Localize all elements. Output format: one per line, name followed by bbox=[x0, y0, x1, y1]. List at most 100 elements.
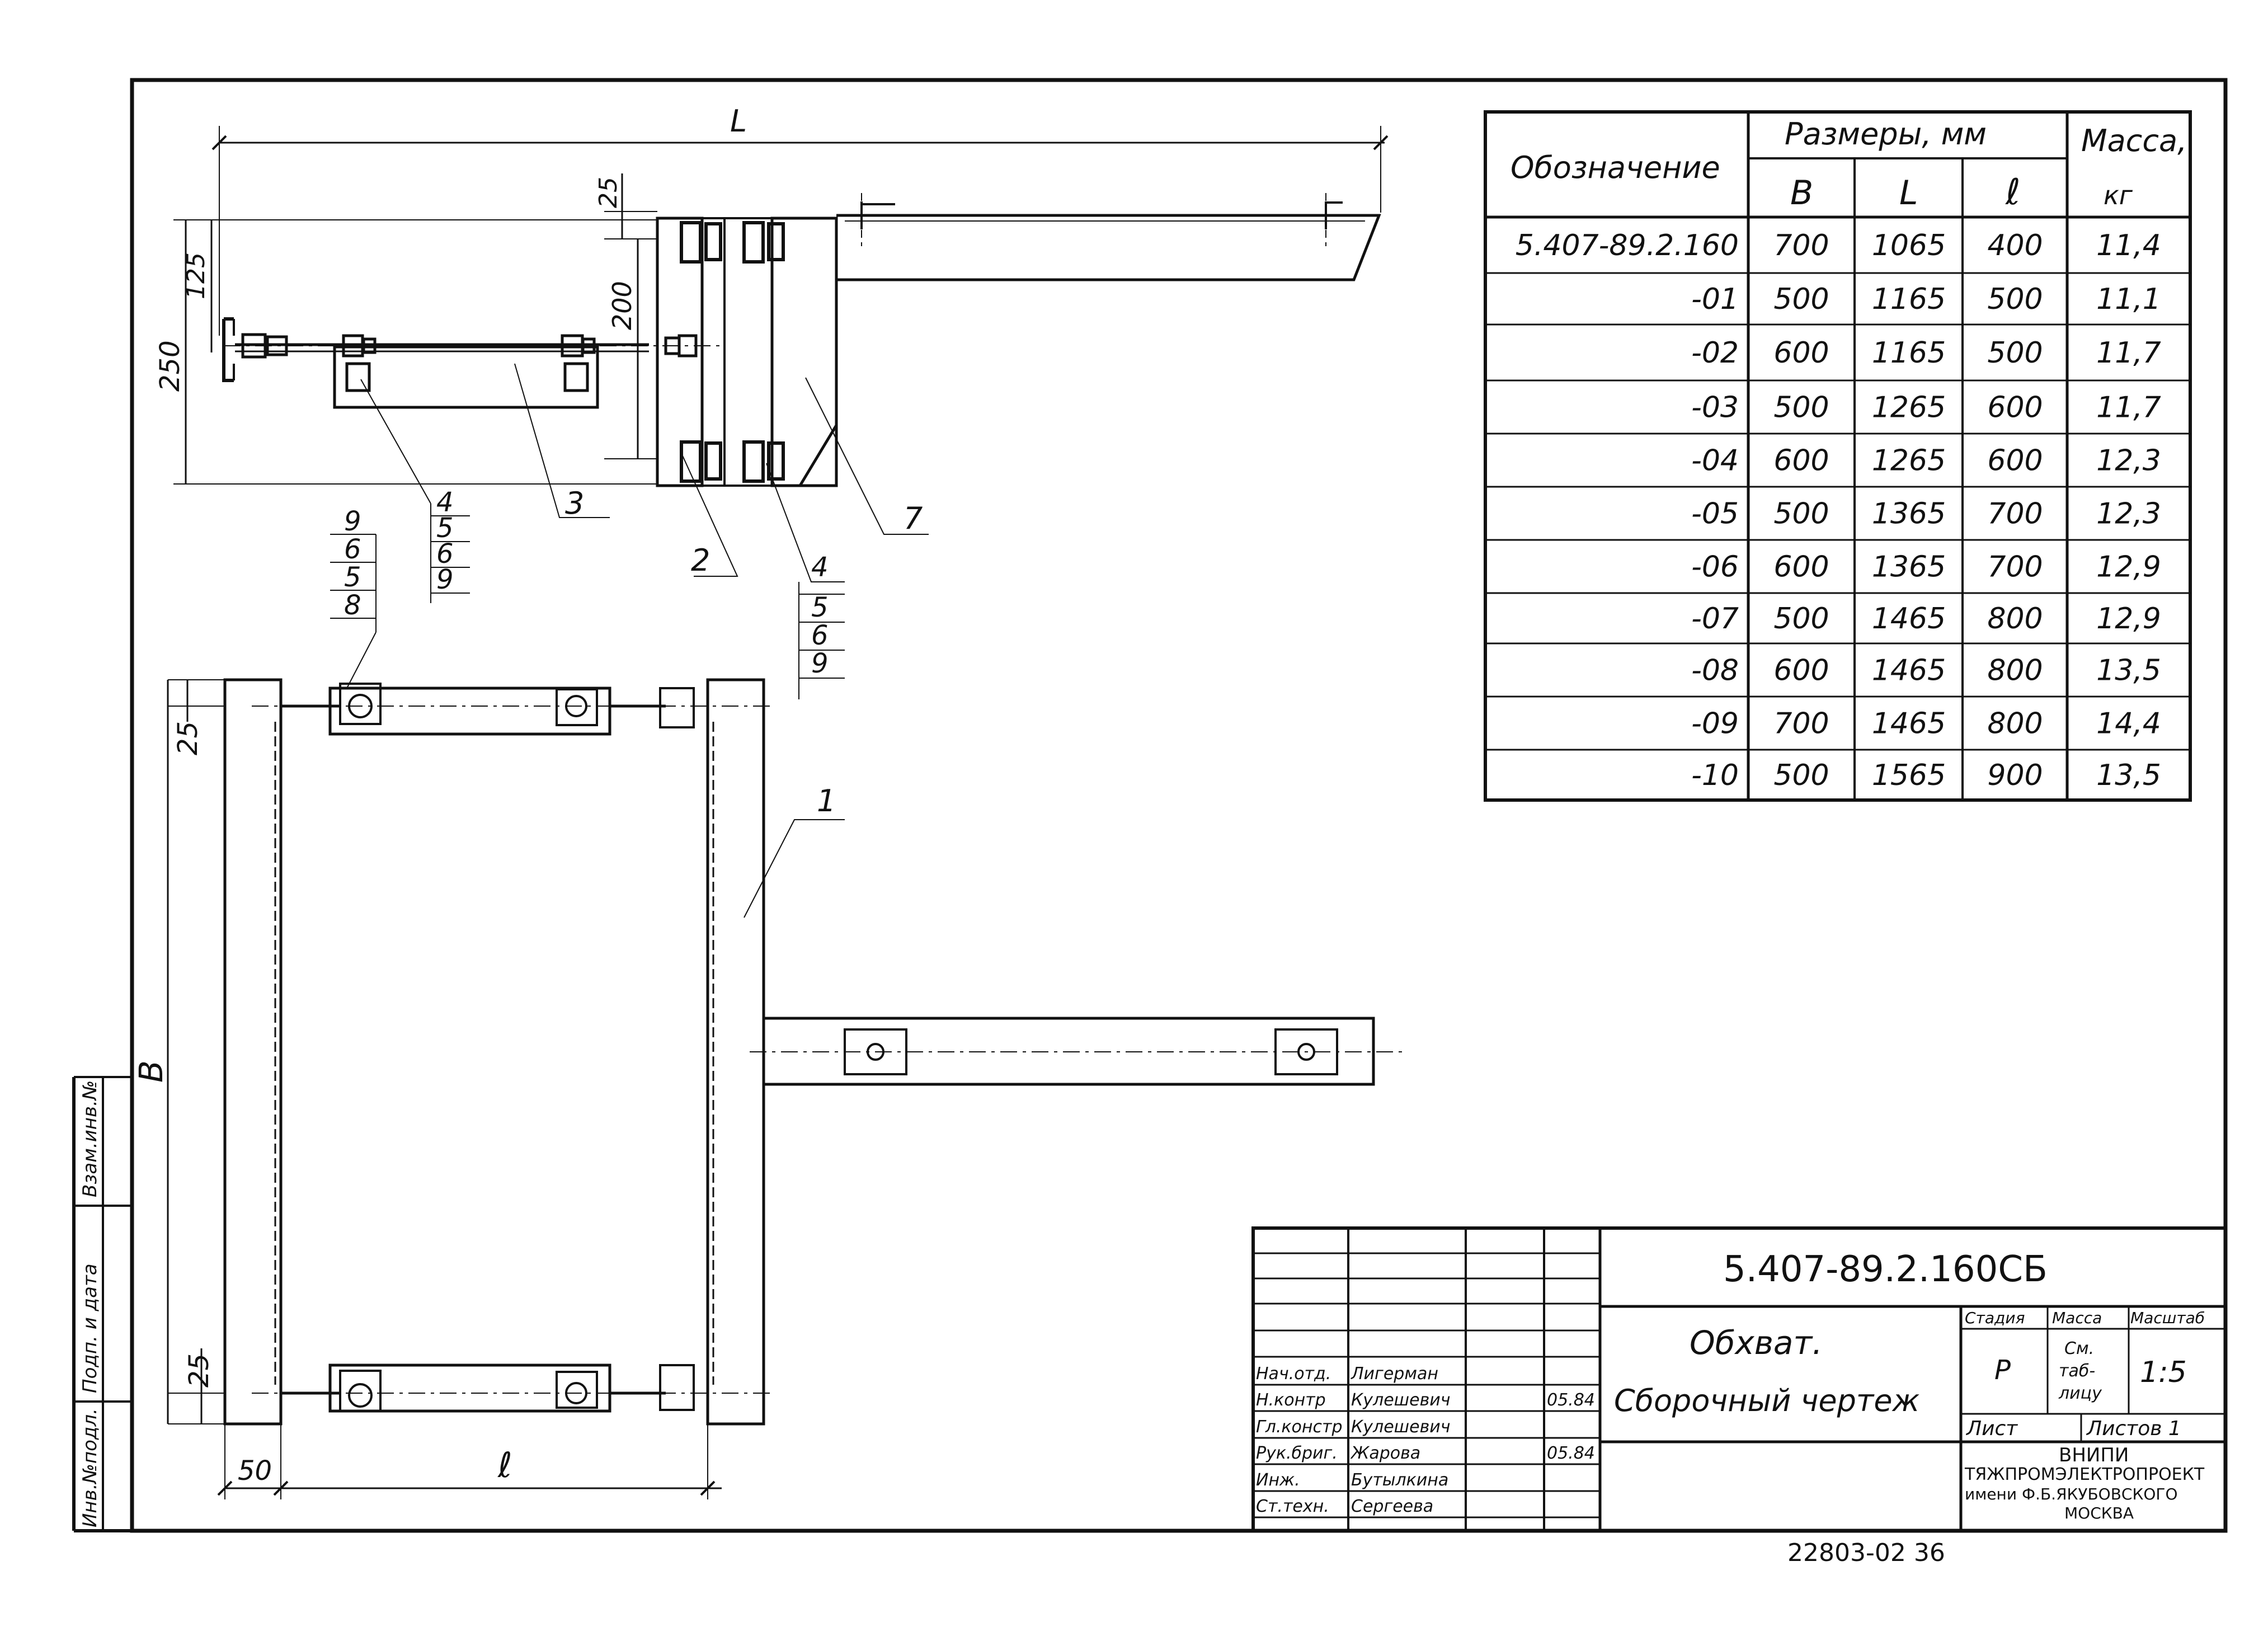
callout-stack-c-1: 9 bbox=[344, 506, 361, 537]
dim-B: B bbox=[132, 1060, 170, 1083]
callout-stack-a-3: 6 bbox=[436, 538, 454, 570]
table-cell-l: 700 bbox=[1987, 551, 2043, 584]
stage-label: Стадия bbox=[1965, 1309, 2025, 1327]
table-cell-l: 800 bbox=[1987, 654, 2043, 688]
table-cell-B: 700 bbox=[1773, 229, 1829, 262]
callout-stack-a-2: 5 bbox=[436, 512, 454, 544]
table-header-mass-unit: кг bbox=[2104, 180, 2133, 210]
dim-L: L bbox=[730, 104, 747, 139]
dim-200: 200 bbox=[607, 281, 637, 330]
table-cell-l: 700 bbox=[1987, 497, 2043, 531]
table-cell-B: 500 bbox=[1773, 602, 1829, 636]
table-cell-L: 1365 bbox=[1872, 497, 1946, 531]
dim-50: 50 bbox=[238, 1455, 272, 1487]
side-stamp-vzam-inv: Взам.инв.№ bbox=[79, 1080, 101, 1197]
table-cell-designation: -05 bbox=[1691, 497, 1739, 531]
table-cell-B: 600 bbox=[1773, 444, 1829, 478]
table-cell-mass: 11,1 bbox=[2096, 283, 2161, 316]
table-cell-mass: 12,3 bbox=[2096, 444, 2161, 478]
role-role: Инж. bbox=[1256, 1470, 1300, 1490]
dim-125: 125 bbox=[182, 252, 210, 299]
table-cell-l: 500 bbox=[1987, 283, 2043, 316]
table-cell-B: 600 bbox=[1773, 336, 1829, 370]
title-block bbox=[1251, 1226, 2227, 1532]
table-cell-designation: -06 bbox=[1691, 551, 1739, 584]
table-cell-B: 600 bbox=[1773, 654, 1829, 688]
role-role: Нач.отд. bbox=[1256, 1364, 1331, 1384]
dim-25-top: 25 bbox=[594, 177, 623, 208]
table-col-l: ℓ bbox=[2005, 172, 2020, 213]
callout-stack-a-1: 4 bbox=[436, 487, 454, 518]
side-view bbox=[173, 126, 1389, 699]
role-name: Жарова bbox=[1350, 1443, 1420, 1463]
drawing-title-1: Обхват. bbox=[1690, 1324, 1823, 1362]
table-cell-B: 500 bbox=[1773, 759, 1829, 792]
doc-code: 5.407-89.2.160СБ bbox=[1723, 1249, 2048, 1290]
mass-label: Масса bbox=[2052, 1309, 2102, 1327]
callout-stack-c-3: 5 bbox=[344, 562, 361, 593]
table-header-mass: Масса, bbox=[2081, 123, 2187, 158]
stage-value: Р bbox=[1994, 1355, 2011, 1386]
table-col-L: L bbox=[1899, 173, 1918, 213]
table-cell-B: 600 bbox=[1773, 551, 1829, 584]
callout-stack-b-1: 4 bbox=[811, 552, 829, 583]
side-stamp-podp-data: Подп. и дата bbox=[79, 1263, 101, 1393]
drawing-frame bbox=[72, 78, 2228, 1533]
org-line-1: ВНИПИ bbox=[2059, 1444, 2129, 1466]
table-cell-l: 800 bbox=[1987, 707, 2043, 741]
org-line-4: МОСКВА bbox=[2064, 1504, 2134, 1522]
callout-stack-c-4: 8 bbox=[344, 590, 361, 621]
scale-label: Масштаб bbox=[2130, 1309, 2205, 1327]
role-name: Бутылкина bbox=[1351, 1470, 1448, 1490]
callout-3: 3 bbox=[565, 486, 584, 521]
mass-value-3: лицу bbox=[2058, 1384, 2102, 1403]
role-role: Рук.бриг. bbox=[1256, 1443, 1338, 1463]
table-cell-B: 500 bbox=[1773, 283, 1829, 316]
plan-view-labels: 25 25 B 50 ℓ 1 bbox=[132, 721, 836, 1487]
table-cell-l: 400 bbox=[1987, 229, 2043, 262]
table-cell-l: 600 bbox=[1987, 444, 2043, 478]
table-cell-L: 1465 bbox=[1872, 602, 1946, 636]
table-cell-B: 500 bbox=[1773, 391, 1829, 425]
callout-stack-c-2: 6 bbox=[344, 534, 361, 565]
table-cell-L: 1565 bbox=[1872, 759, 1946, 792]
dim-25-side-top: 25 bbox=[172, 721, 204, 755]
table-cell-designation: -09 bbox=[1691, 707, 1739, 741]
org-line-3: имени Ф.Б.ЯКУБОВСКОГО bbox=[1965, 1485, 2178, 1503]
dim-25-side-bottom: 25 bbox=[183, 1353, 215, 1388]
mass-value-2: таб- bbox=[2059, 1361, 2095, 1381]
role-date: 05.84 bbox=[1547, 1443, 1595, 1463]
callout-stack-b-2: 5 bbox=[811, 592, 829, 623]
table-cell-l: 800 bbox=[1987, 602, 2043, 636]
table-col-B: B bbox=[1790, 173, 1813, 213]
table-cell-B: 500 bbox=[1773, 497, 1829, 531]
table-cell-designation: 5.407-89.2.160 bbox=[1516, 229, 1739, 262]
table-cell-designation: -07 bbox=[1691, 602, 1739, 636]
table-cell-mass: 13,5 bbox=[2096, 654, 2161, 688]
drawing-title-2: Сборочный чертеж bbox=[1614, 1383, 1920, 1418]
table-cell-designation: -04 bbox=[1691, 444, 1739, 478]
side-stamp: Инв.№подл. Подп. и дата Взам.инв.№ bbox=[79, 1080, 101, 1527]
dim-250: 250 bbox=[154, 340, 186, 392]
table-cell-L: 1165 bbox=[1872, 336, 1946, 370]
table-cell-l: 600 bbox=[1987, 391, 2043, 425]
role-role: Гл.констр bbox=[1256, 1417, 1343, 1437]
role-date: 05.84 bbox=[1547, 1390, 1595, 1410]
title-block-text: 5.407-89.2.160СБ Обхват. Сборочный черте… bbox=[1614, 1249, 2205, 1522]
size-table bbox=[1484, 110, 2192, 802]
table-cell-mass: 11,4 bbox=[2096, 229, 2161, 262]
table-cell-L: 1065 bbox=[1872, 229, 1946, 262]
table-cell-mass: 12,9 bbox=[2096, 602, 2161, 636]
table-cell-designation: -03 bbox=[1691, 391, 1739, 425]
table-cell-L: 1465 bbox=[1872, 707, 1946, 741]
callout-7: 7 bbox=[904, 501, 923, 536]
table-cell-L: 1465 bbox=[1872, 654, 1946, 688]
callout-stack-a-4: 9 bbox=[436, 564, 454, 595]
dim-l: ℓ bbox=[497, 1445, 512, 1485]
table-header-sizes: Размеры, мм bbox=[1785, 116, 1987, 152]
table-cell-mass: 13,5 bbox=[2096, 759, 2161, 792]
mass-value-1: См. bbox=[2064, 1339, 2094, 1358]
